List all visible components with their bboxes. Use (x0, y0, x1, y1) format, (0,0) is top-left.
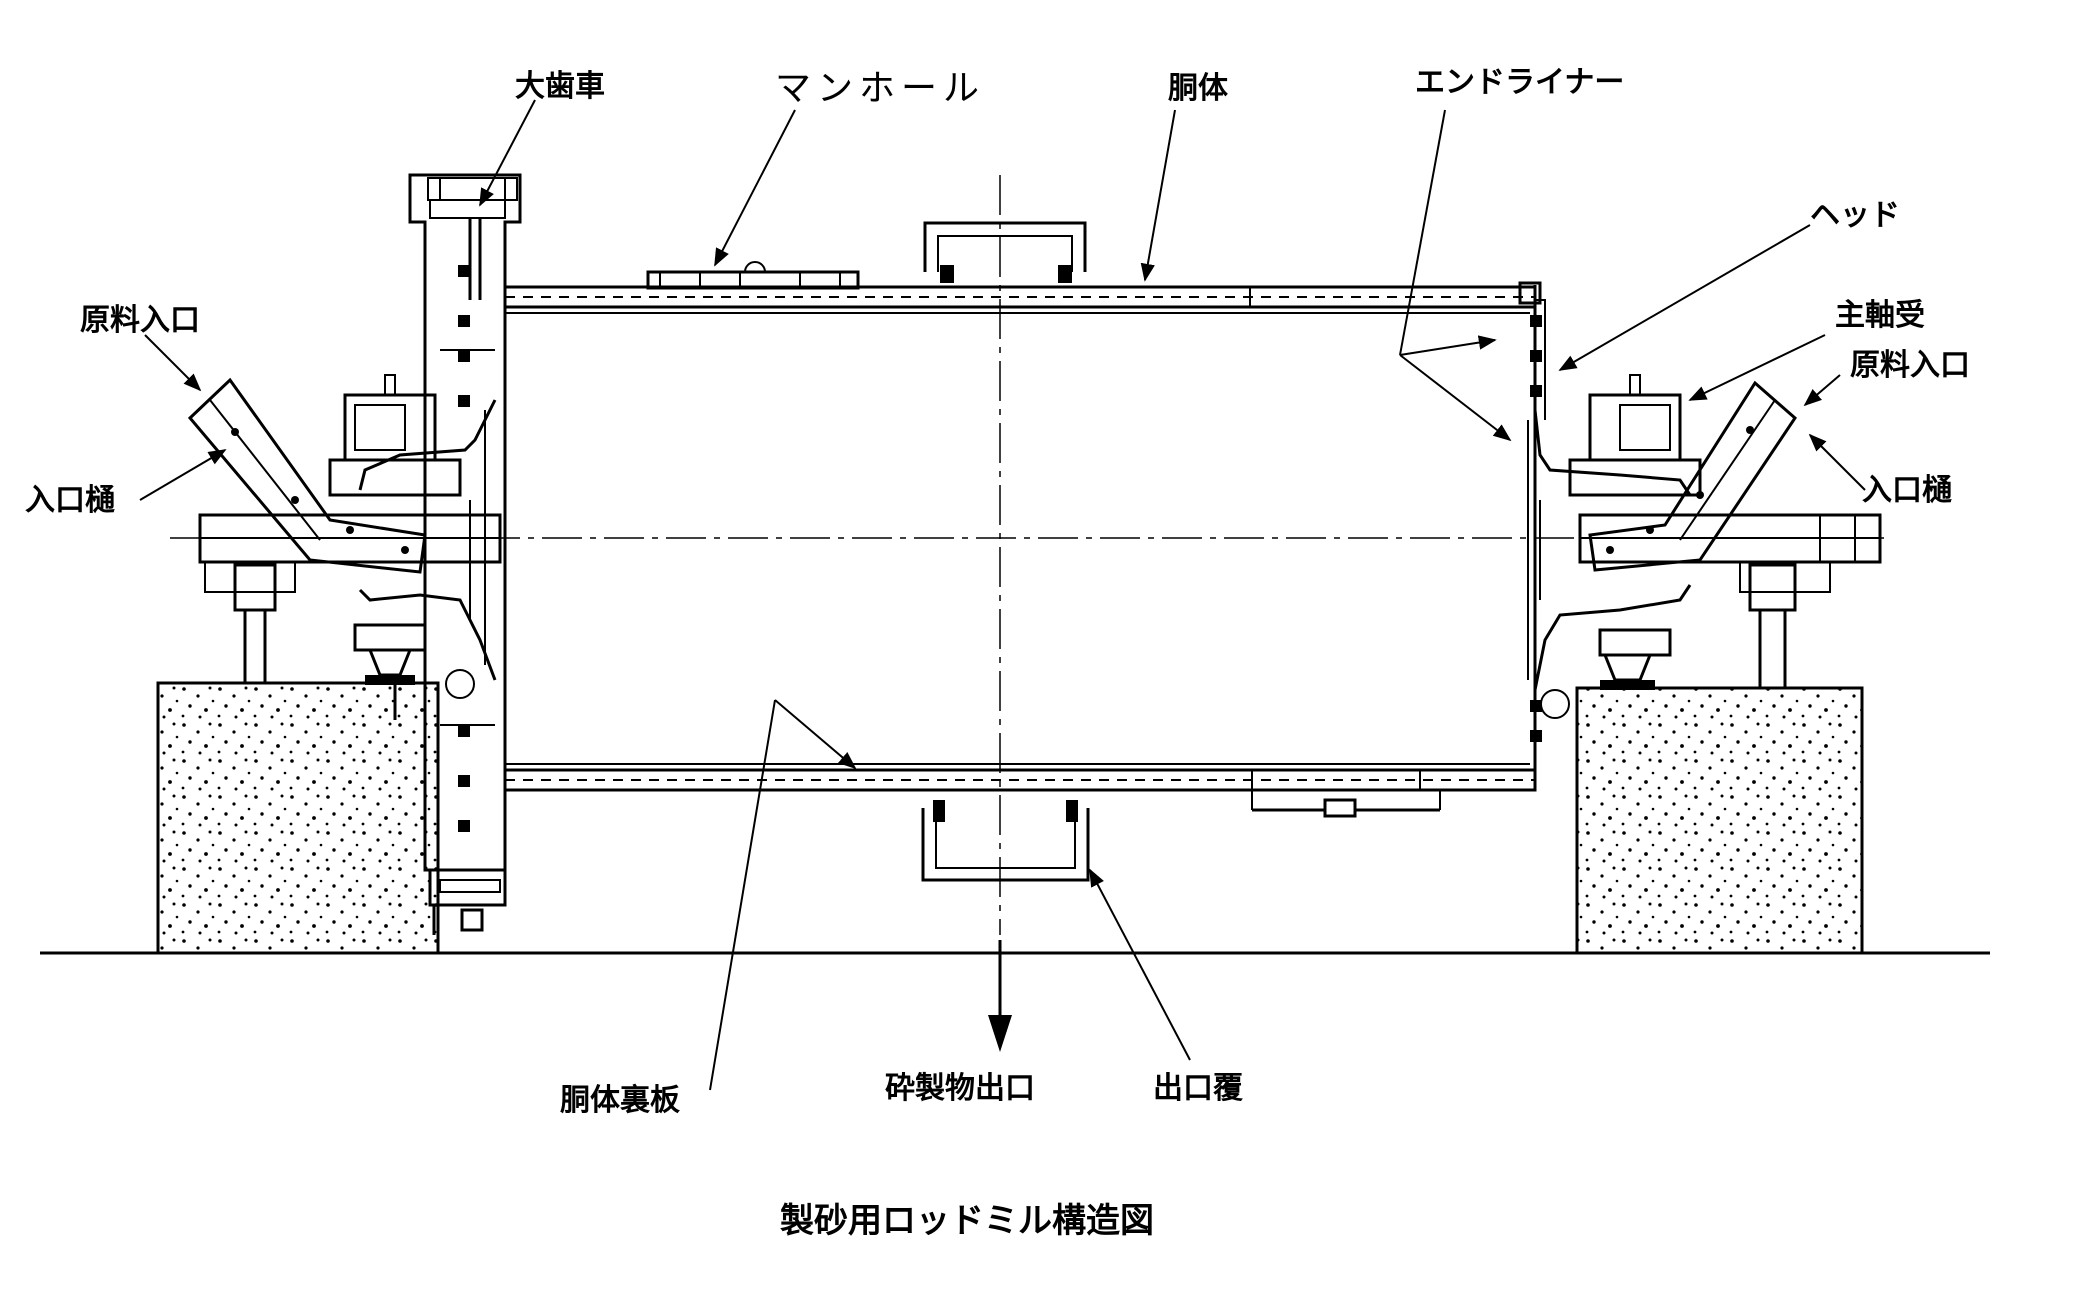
manhole (646, 261, 860, 290)
foundation-left (156, 681, 440, 955)
label-manhole: マンホール (775, 68, 985, 109)
label-product-outlet: 砕製物出口 (885, 1071, 1035, 1106)
mill-shell (503, 285, 1537, 818)
left-end-assembly (187, 173, 522, 935)
right-end-assembly (1518, 281, 1882, 780)
label-gear: 大歯車 (515, 69, 605, 104)
label-head: ヘッド (1810, 198, 1900, 233)
label-main-bearing: 主軸受 (1835, 298, 1925, 333)
label-shell: 胴体 (1168, 71, 1229, 106)
label-inlet-chute-right: 入口樋 (1862, 473, 1952, 508)
label-shell-liner: 胴体裏板 (560, 1083, 680, 1118)
label-inlet-chute-left: 入口樋 (25, 483, 115, 518)
foundation-right (1575, 686, 1864, 955)
label-feed-inlet-right: 原料入口 (1850, 348, 1970, 383)
leader-lines (139, 99, 1866, 1091)
label-outlet-cover: 出口覆 (1153, 1071, 1243, 1106)
discharge-arrow (988, 940, 1012, 1052)
top-lug (923, 221, 1087, 283)
label-feed-inlet-left: 原料入口 (80, 303, 200, 338)
diagram-caption: 製砂用ロッドミル構造図 (780, 1201, 1154, 1241)
outlet-cover (921, 800, 1090, 882)
label-end-liner: エンドライナー (1415, 65, 1624, 100)
